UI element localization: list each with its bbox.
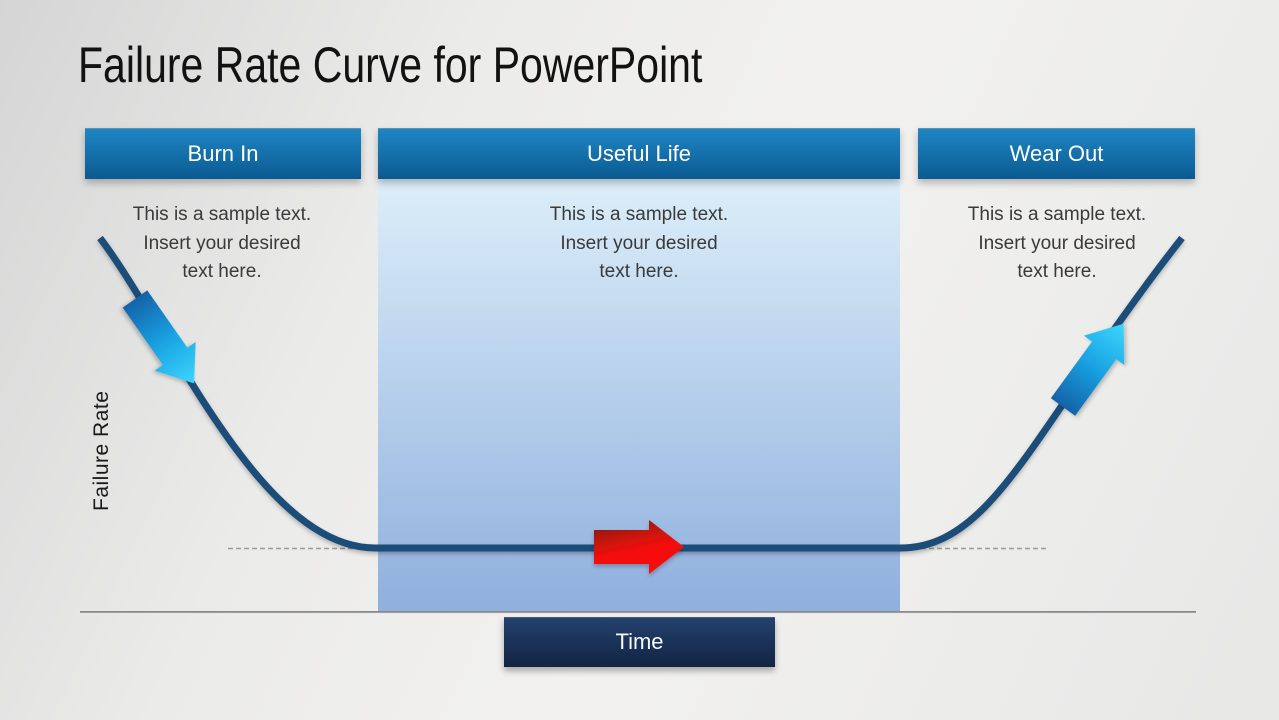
x-axis-label-box: Time	[504, 617, 775, 667]
decreasing-failure-arrow-icon	[122, 290, 196, 384]
phase-header-useful-life: Useful Life	[378, 128, 900, 179]
phase-description-useful-life: This is a sample text. Insert your desir…	[549, 204, 729, 282]
phase-description-burn-in: This is a sample text. Insert your desir…	[132, 204, 312, 282]
increasing-failure-arrow-icon	[1050, 323, 1125, 416]
y-axis-label: Failure Rate	[90, 390, 113, 512]
phase-description-wear-out: This is a sample text. Insert your desir…	[967, 204, 1147, 282]
page-title: Failure Rate Curve for PowerPoint	[78, 37, 703, 93]
phase-header-wear-out: Wear Out	[918, 128, 1195, 179]
phase-header-burn-in: Burn In	[85, 128, 361, 179]
x-axis-line	[80, 611, 1196, 614]
